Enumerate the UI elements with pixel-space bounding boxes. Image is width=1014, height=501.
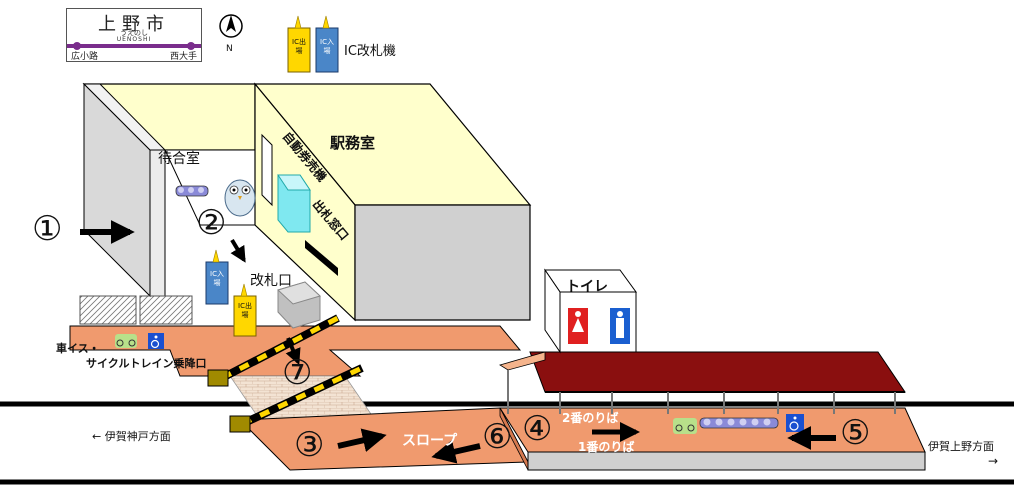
accessible-entrance-label-1: 車イス・ xyxy=(56,342,100,355)
track-2-label: 2番のりば xyxy=(562,411,619,425)
platform-seats xyxy=(699,417,779,429)
accessible-entrance-label-2: サイクルトレイン乗降口 xyxy=(86,357,207,370)
station-name: 上野市 xyxy=(98,14,170,35)
gate-entry-tag: IC入場 xyxy=(210,270,224,287)
ticket-gate-label: 改札口 xyxy=(250,273,292,289)
ic-gate-entry xyxy=(205,249,229,305)
platform-roof xyxy=(499,351,906,414)
direction-left: ← 伊賀神戸方面 xyxy=(92,430,171,443)
ic-gate-exit xyxy=(233,283,257,337)
station-office-label: 駅務室 xyxy=(330,134,376,152)
compass-icon xyxy=(219,14,243,38)
step-1: ① xyxy=(32,209,63,249)
step-3: ③ xyxy=(294,425,325,465)
next-station: 西大手 xyxy=(169,52,197,62)
line-bar xyxy=(67,44,201,48)
toilet-label: トイレ xyxy=(566,279,608,295)
legend-entry-tag: IC入場 xyxy=(320,38,334,55)
crossing-barrier-lower xyxy=(229,364,364,433)
waiting-room-label: 待合室 xyxy=(158,151,200,167)
legend-exit-tag: IC出場 xyxy=(292,38,306,55)
track-1-label: 1番のりば xyxy=(578,440,635,454)
step-7: ⑦ xyxy=(282,353,313,393)
station-sign: 上野市 うえのし UENOSHI 広小路 西大手 xyxy=(66,8,202,62)
owl-mascot-icon xyxy=(224,179,256,217)
station-building xyxy=(82,82,532,322)
legend-ic-exit-icon xyxy=(287,15,311,73)
ticket-gate-box xyxy=(277,281,321,329)
fence-block-right xyxy=(139,295,193,325)
compass-label: N xyxy=(226,44,233,54)
toilet-building xyxy=(544,268,637,354)
step-6: ⑥ xyxy=(482,417,513,457)
platform-wheelchair-icon xyxy=(786,414,804,432)
step-5: ⑤ xyxy=(840,413,871,453)
fence-block-left xyxy=(79,295,137,325)
station-kana: うえのし xyxy=(120,29,148,37)
bicycle-icon xyxy=(115,334,137,348)
platform-bicycle-icon xyxy=(673,418,697,434)
legend-gate-label: IC改札機 xyxy=(344,44,396,59)
step-4: ④ xyxy=(522,409,553,449)
gate-exit-tag: IC出場 xyxy=(238,302,252,319)
line-dot-left xyxy=(73,42,81,50)
direction-right-label: 伊賀上野方面 xyxy=(928,440,994,453)
direction-right-arrow: → xyxy=(988,454,999,468)
slope-label: スロープ xyxy=(402,433,458,449)
crossing-barrier-upper xyxy=(207,314,340,387)
wheelchair-icon xyxy=(148,333,164,349)
prev-station: 広小路 xyxy=(71,52,99,62)
line-dot-right xyxy=(187,42,195,50)
step-2: ② xyxy=(196,203,227,243)
legend-ic-entry-icon xyxy=(315,15,339,73)
station-romaji: UENOSHI xyxy=(116,36,152,43)
waiting-room-seats xyxy=(175,185,209,197)
route-arrows xyxy=(80,220,836,464)
